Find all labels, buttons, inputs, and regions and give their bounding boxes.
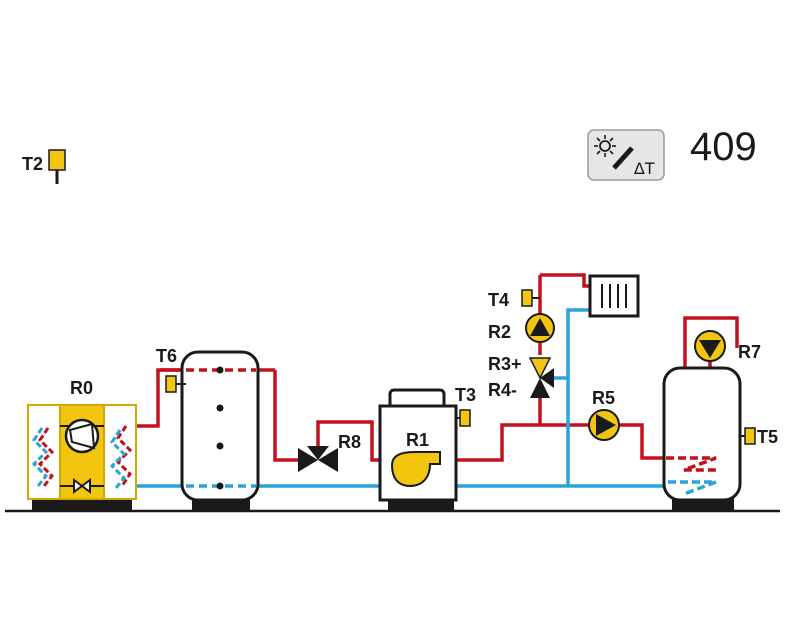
label-r5: R5 bbox=[592, 388, 615, 408]
label-r3: R3+ bbox=[488, 354, 522, 374]
label-t4: T4 bbox=[488, 290, 509, 310]
buffer-tank-icon bbox=[180, 350, 260, 510]
label-r1: R1 bbox=[406, 430, 429, 450]
label-t5: T5 bbox=[757, 427, 778, 447]
dhw-tank-icon bbox=[662, 366, 742, 510]
sun-icon bbox=[594, 135, 616, 157]
temperature-sensor-t6-icon bbox=[165, 375, 186, 393]
label-r4: R4- bbox=[488, 380, 517, 400]
pump-r5-icon bbox=[588, 409, 620, 441]
label-r7: R7 bbox=[738, 342, 761, 362]
temperature-sensor-t5-icon bbox=[740, 427, 756, 445]
pipes bbox=[134, 273, 739, 488]
heat-pump-r0 bbox=[27, 404, 137, 510]
label-r2: R2 bbox=[488, 322, 511, 342]
three-way-valve-r8-icon bbox=[298, 446, 338, 472]
mixing-valve-r3-r4-icon bbox=[528, 357, 554, 398]
boiler-r1-icon bbox=[378, 388, 458, 510]
pump-r7-icon bbox=[694, 330, 726, 362]
label-t2: T2 bbox=[22, 154, 43, 174]
expansion-valve-icon bbox=[73, 478, 91, 494]
label-r8: R8 bbox=[338, 432, 361, 452]
delta-t-label: ∆T bbox=[633, 159, 655, 178]
solar-delta-t-icon: ∆T bbox=[587, 129, 665, 181]
radiator-icon bbox=[588, 274, 640, 318]
temperature-sensor-t4-icon bbox=[521, 289, 540, 307]
label-r0: R0 bbox=[70, 378, 93, 398]
pump-r2-icon bbox=[525, 313, 555, 343]
label-t3: T3 bbox=[455, 385, 476, 405]
scheme-code: 409 bbox=[690, 125, 757, 169]
label-t6: T6 bbox=[156, 346, 177, 366]
temperature-sensor-t3-icon bbox=[456, 409, 471, 427]
outdoor-sensor-t2-icon bbox=[48, 149, 66, 184]
